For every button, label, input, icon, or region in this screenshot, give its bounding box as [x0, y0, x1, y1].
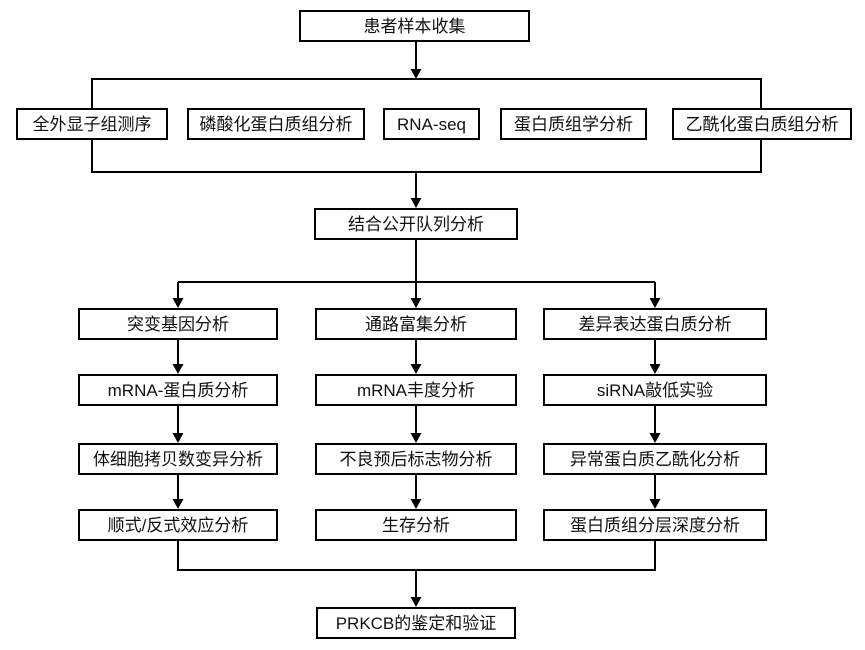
connector-lines [91, 42, 762, 599]
node-aberrant-acetylation-analysis: 异常蛋白质乙酰化分析 [543, 443, 767, 475]
node-differential-protein-analysis: 差异表达蛋白质分析 [543, 308, 767, 340]
node-phosphoproteomics: 磷酸化蛋白质组分析 [187, 108, 365, 140]
node-cis-trans-effect-analysis: 顺式/反式效应分析 [78, 509, 278, 541]
node-patient-sample-collection: 患者样本收集 [299, 10, 530, 42]
node-sirna-knockdown-experiment: siRNA敲低实验 [543, 374, 767, 406]
node-rna-seq: RNA-seq [383, 108, 480, 140]
node-acetylproteomics: 乙酰化蛋白质组分析 [672, 108, 852, 140]
node-proteome-stratification-depth-analysis: 蛋白质组分层深度分析 [543, 509, 767, 541]
node-mrna-protein-analysis: mRNA-蛋白质分析 [78, 374, 278, 406]
node-survival-analysis: 生存分析 [315, 509, 517, 541]
node-prkcb-identification-validation: PRKCB的鉴定和验证 [316, 607, 516, 639]
node-whole-exome-sequencing: 全外显子组测序 [16, 108, 168, 140]
node-mrna-abundance-analysis: mRNA丰度分析 [315, 374, 517, 406]
node-somatic-cnv-analysis: 体细胞拷贝数变异分析 [78, 443, 278, 475]
arrowheads [172, 69, 661, 607]
node-pathway-enrichment-analysis: 通路富集分析 [315, 308, 517, 340]
node-proteomics: 蛋白质组学分析 [500, 108, 647, 140]
node-public-cohort-analysis: 结合公开队列分析 [314, 208, 518, 240]
node-poor-prognosis-marker-analysis: 不良预后标志物分析 [315, 443, 517, 475]
node-mutated-gene-analysis: 突变基因分析 [78, 308, 278, 340]
